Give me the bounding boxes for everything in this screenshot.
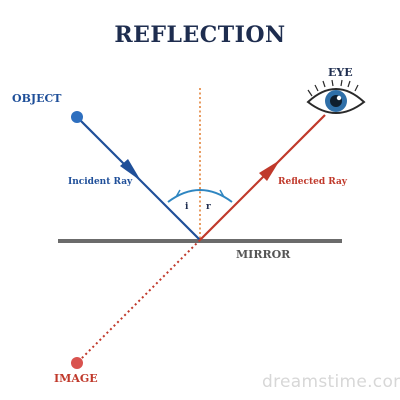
mirror-label: MIRROR [236,248,291,261]
angle-incidence-label: i [185,202,189,212]
reflected-ray [199,114,326,241]
image-point-icon [71,357,83,369]
incident-arrow-icon [120,159,141,181]
reflected-arrow-icon [259,160,280,181]
reflected-ray-label: Reflected Ray [278,177,348,187]
page-title: REFLECTION [114,22,286,48]
object-point-icon [71,111,83,123]
arc-tick-left [175,189,181,198]
angle-reflection-label: r [206,202,211,212]
eye-icon [306,79,366,114]
image-label: IMAGE [54,372,98,385]
watermark: dreamstime.com [262,372,400,392]
virtual-image-ray [76,239,201,364]
eye-label: EYE [328,66,353,79]
incident-ray-label: Incident Ray [68,177,133,187]
arc-tick-right [219,189,225,198]
object-label: OBJECT [12,92,62,105]
angle-arc [167,189,233,203]
